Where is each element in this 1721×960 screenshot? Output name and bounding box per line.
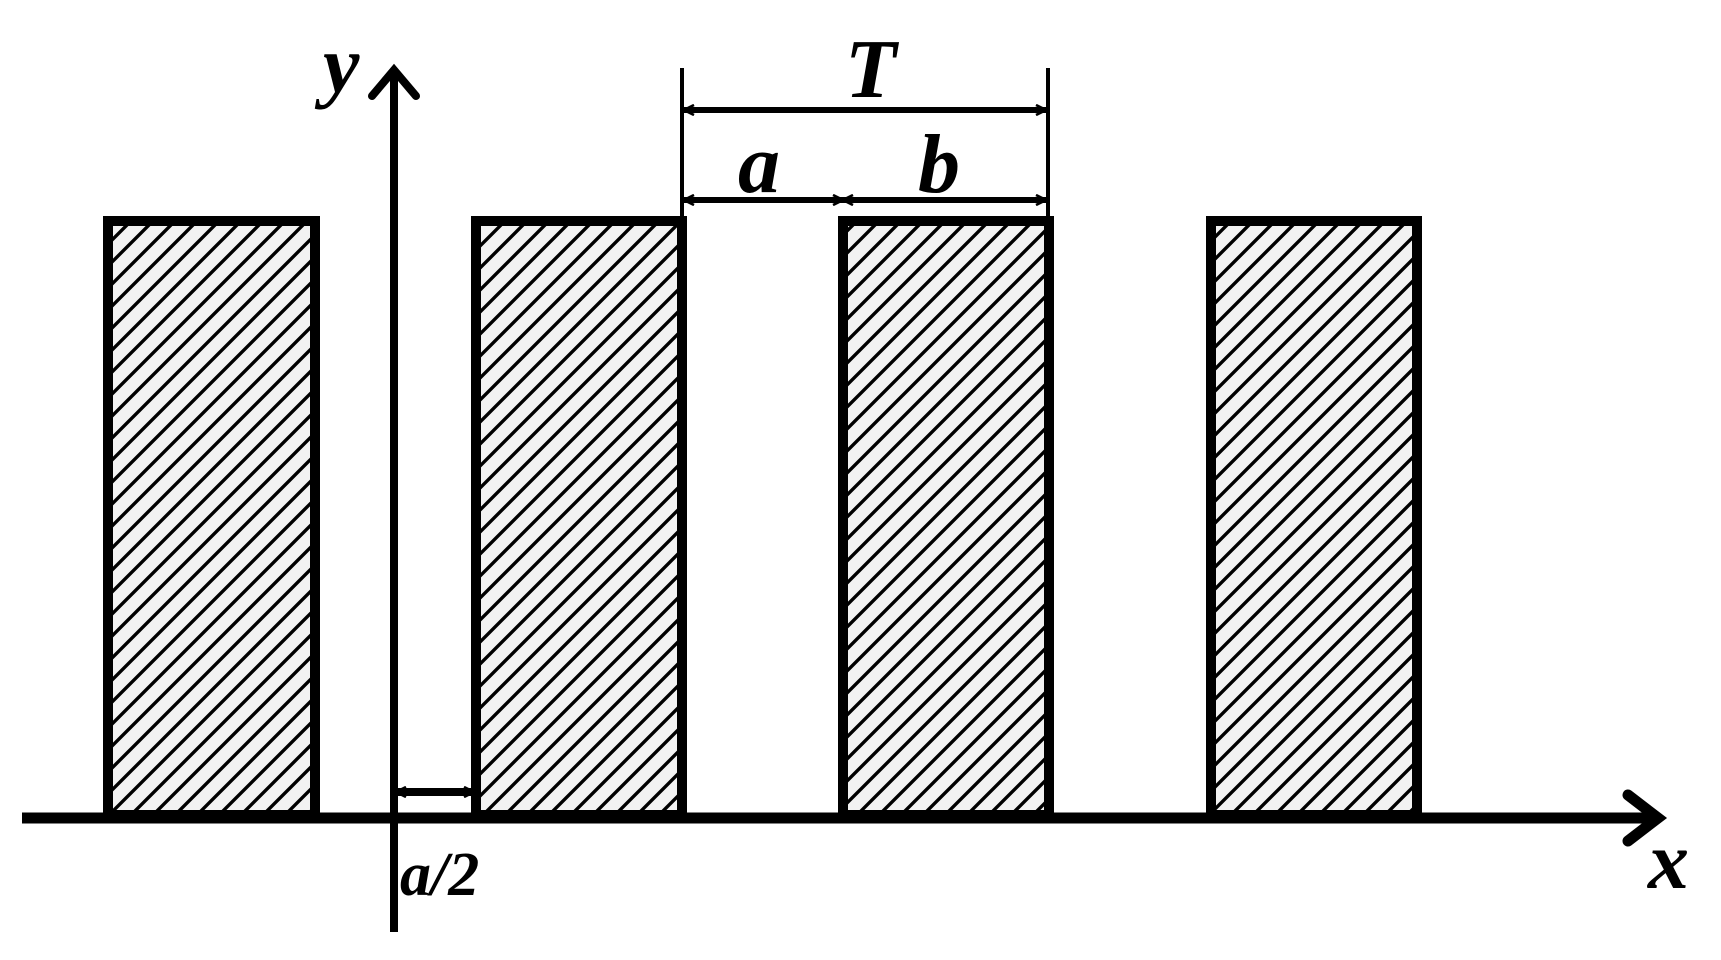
x-axis	[22, 789, 1668, 847]
grating-strip-3	[838, 216, 1054, 820]
y-axis	[368, 63, 420, 932]
gap-width-label: a	[738, 118, 780, 211]
grating-strips	[103, 216, 1422, 820]
x-axis-label: x	[1647, 815, 1689, 906]
grating-strip-4	[1206, 216, 1422, 820]
x-axis-arrowhead	[1622, 789, 1668, 847]
period-label: T	[845, 23, 900, 116]
y-axis-label: y	[314, 19, 360, 110]
half-gap-label: a/2	[400, 841, 479, 909]
grating-strip-1	[103, 216, 320, 820]
y-axis-arrowhead	[368, 63, 420, 100]
extension-lines	[680, 68, 1050, 221]
bar-width-label: b	[918, 118, 960, 211]
grating-strip-2	[471, 216, 687, 820]
